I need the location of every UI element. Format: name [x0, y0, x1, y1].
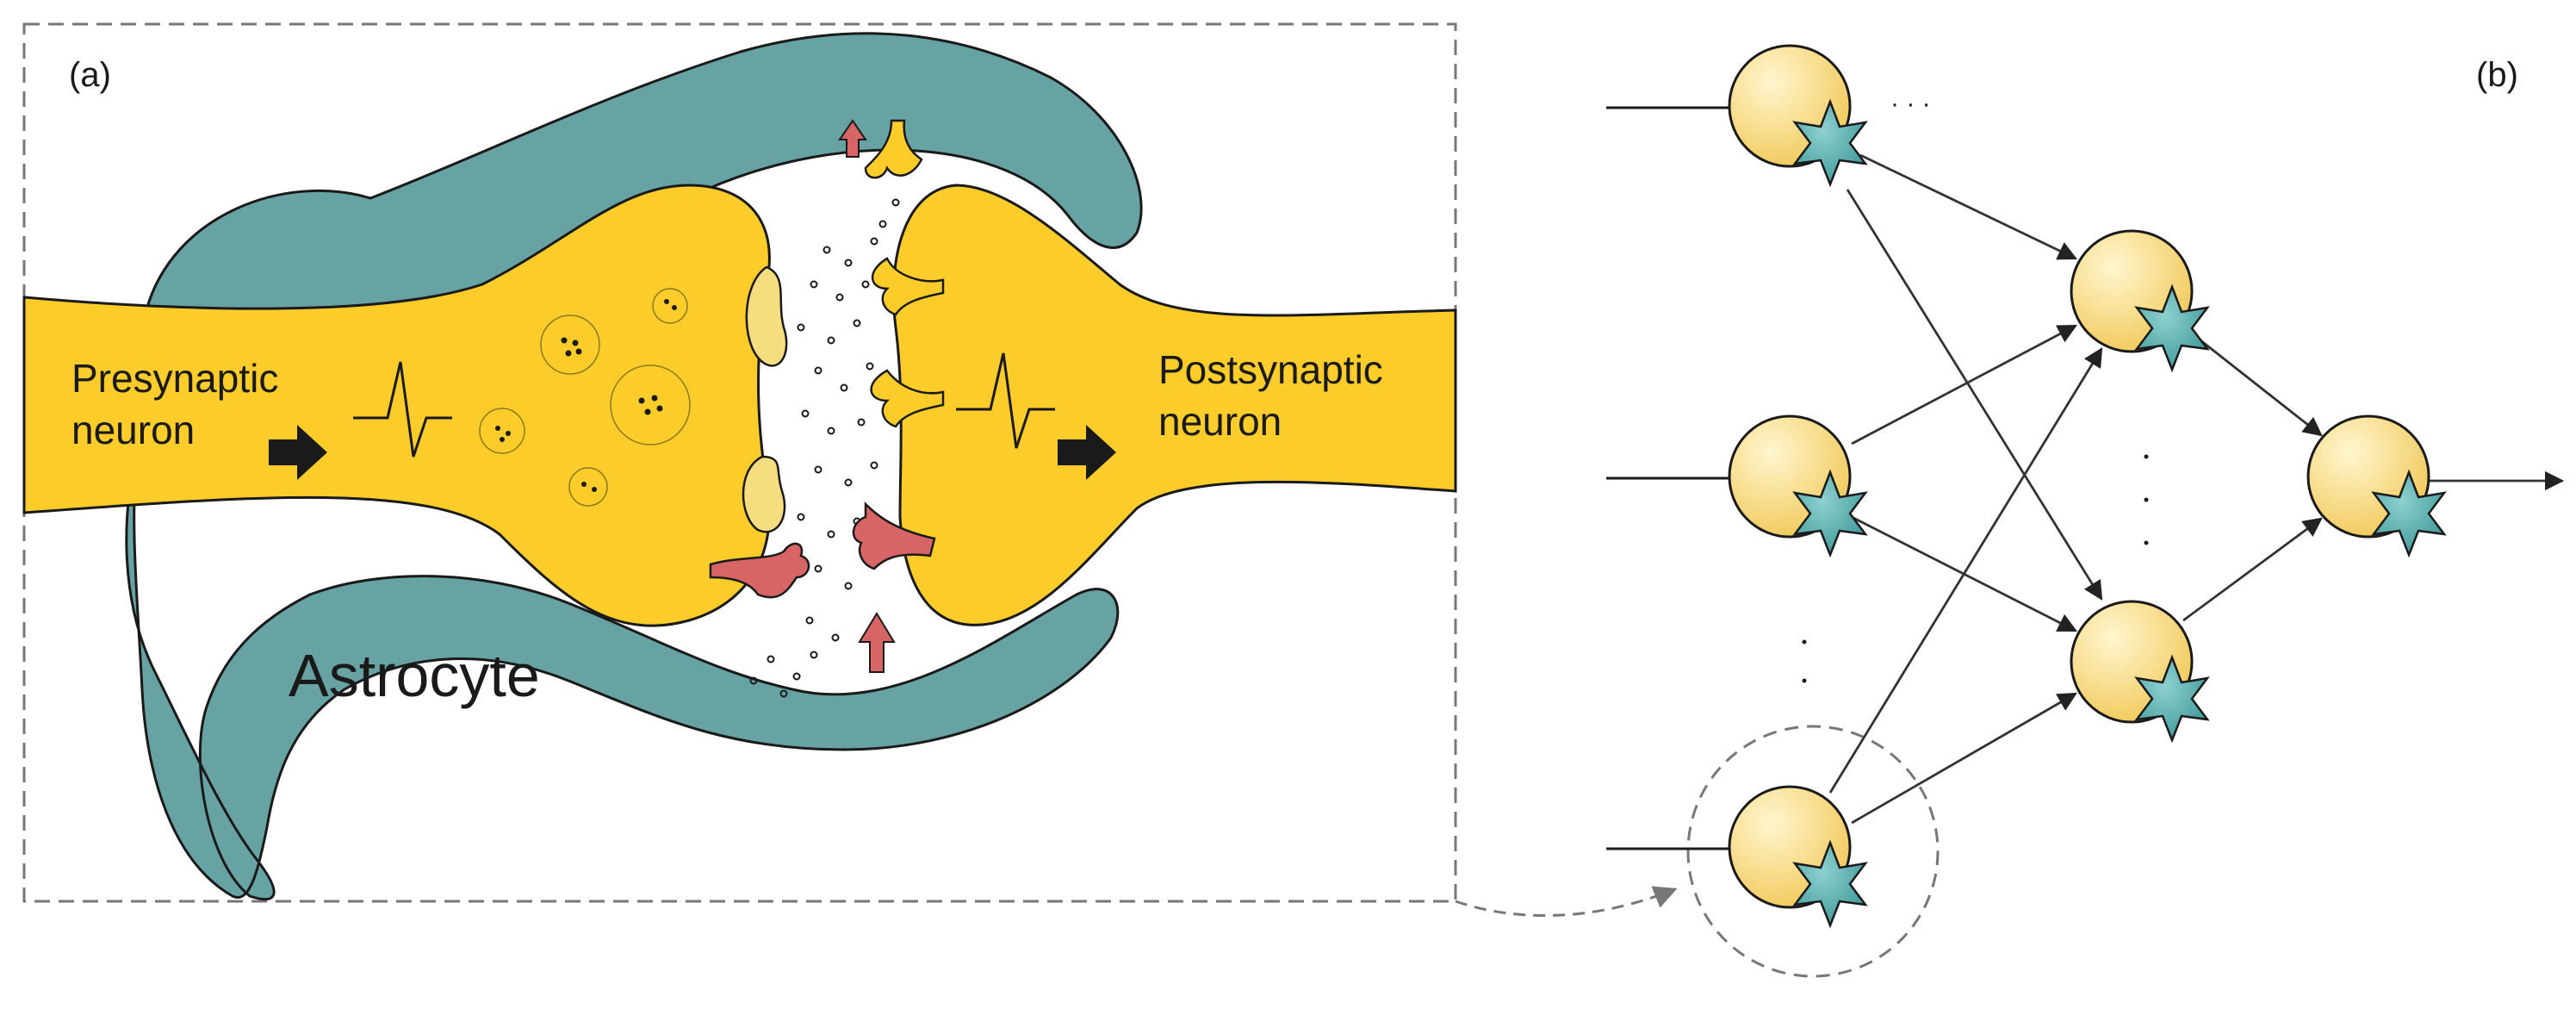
synaptic-vesicles [479, 288, 691, 507]
star-icon [1792, 839, 1868, 929]
star-icon [1792, 98, 1868, 188]
action-potential-icon [353, 361, 452, 458]
ellipsis-top: · · · [1890, 90, 1931, 118]
node [1728, 44, 1868, 188]
connections [1828, 153, 2565, 825]
astrocyte [125, 32, 1143, 901]
node [1728, 414, 1868, 558]
fusing-vesicle-upper [745, 265, 788, 367]
network-nodes [1728, 44, 2447, 929]
star-icon [2134, 654, 2210, 744]
action-potential-icon [956, 352, 1055, 449]
presynaptic-label: Presynaptic neuron [71, 356, 289, 452]
astrocyte-receptor-top [864, 119, 923, 179]
arrow-right-icon [269, 425, 327, 480]
astrocyte-lower-arm [125, 447, 1120, 901]
arrow-right-icon [1058, 425, 1116, 480]
astrocyte-label: Astrocyte [289, 642, 540, 709]
panel-a-label: (a) [69, 56, 111, 94]
node [2070, 600, 2210, 744]
star-icon [1792, 469, 1868, 558]
arrow-up-icon [858, 612, 896, 673]
arrow-up-icon [838, 119, 867, 158]
node [2306, 414, 2447, 558]
input-lines [1606, 106, 1731, 850]
postsynaptic-receptors [870, 257, 945, 428]
panel-b-label: (b) [2476, 56, 2518, 94]
star-icon [2134, 283, 2210, 373]
red-receptors [709, 501, 936, 599]
highlight-circle [1686, 725, 1940, 978]
panel-a: (a) [22, 22, 1457, 903]
vesicle-contents [495, 299, 677, 492]
panel-b: (b) · · · [1606, 44, 2565, 978]
ellipsis-dots [1802, 454, 2149, 683]
star-icon [2371, 469, 2447, 558]
fusing-vesicle-lower [742, 455, 786, 533]
postsynaptic-label: Postsynaptic neuron [1158, 347, 1394, 444]
node [2070, 229, 2210, 373]
postsynaptic-neuron [892, 184, 1457, 626]
presynaptic-neuron [22, 184, 771, 627]
neurotransmitter-particles [749, 198, 900, 698]
zoom-connector [1455, 886, 1678, 917]
node [1728, 785, 1868, 929]
